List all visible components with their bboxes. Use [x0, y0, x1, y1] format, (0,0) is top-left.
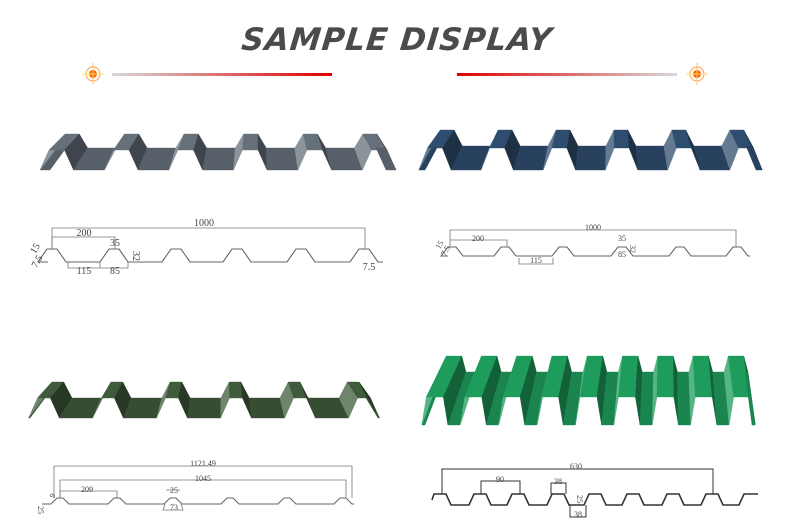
target-ornament-icon: [82, 63, 104, 85]
dim-label: 25: [575, 495, 584, 503]
dark-green-trapezoidal-sheet: [28, 381, 380, 419]
dim-label: 1000: [194, 218, 214, 229]
sheet-face: [375, 147, 397, 171]
divider-right: [457, 73, 677, 76]
dim-label: 73: [170, 503, 178, 512]
sheet-face: [745, 145, 763, 171]
dim-label: 630: [570, 462, 582, 471]
dim-label: 32: [628, 245, 637, 253]
dim-label: 25: [36, 506, 45, 514]
profile-dark-green: [42, 497, 354, 505]
dim-label: 85: [110, 266, 120, 277]
dim-label: 1121.49: [190, 459, 216, 468]
grey-trapezoidal-sheet: [39, 133, 397, 171]
dim-label: 38: [554, 477, 562, 486]
dim-label: 200: [76, 228, 92, 239]
divider-left: [112, 73, 332, 76]
dim-label: 115: [530, 256, 542, 265]
dimension-line: [51, 236, 116, 249]
blue-trapezoidal-sheet: [418, 129, 763, 171]
profile-blue: [439, 246, 750, 257]
dim-label: 115: [76, 266, 92, 277]
sheet-face: [365, 397, 380, 419]
dimension-line: [51, 227, 366, 249]
dimension-line: [67, 262, 129, 269]
dim-label: 209: [81, 485, 93, 494]
dim-label: 35: [110, 238, 120, 249]
green-deck-sheet: [421, 355, 756, 426]
dimension-line: [59, 490, 118, 498]
dim-label: 1045: [195, 474, 211, 483]
dimension-line: [59, 479, 347, 498]
dim-label: 90: [496, 475, 504, 484]
dim-label: 7.5: [362, 262, 376, 273]
dim-label: 1000: [585, 223, 601, 232]
dimension-line: [441, 468, 714, 518]
dimension-line: [449, 229, 737, 265]
dimension-line: [53, 465, 353, 498]
target-ornament-icon: [686, 63, 708, 85]
dimension-line: [162, 489, 184, 511]
dim-label: 85: [618, 250, 626, 259]
dim-label: 32: [130, 251, 141, 261]
dim-label: 25: [170, 486, 178, 495]
dim-label: 38: [574, 510, 582, 519]
profile-grey: [36, 248, 383, 263]
dim-label: 200: [472, 234, 484, 243]
dim-label: 35: [618, 234, 626, 243]
profile-green-deck: [431, 493, 758, 506]
sheet-face: [744, 371, 756, 426]
